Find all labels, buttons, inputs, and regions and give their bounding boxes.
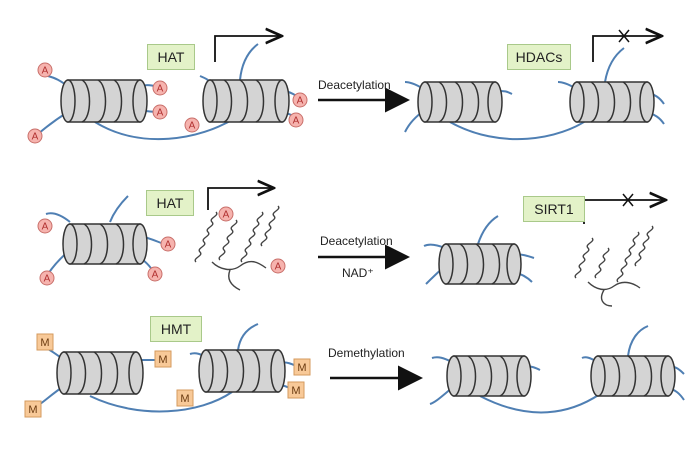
acetyl-mark: A (184, 117, 200, 133)
acetyl-mark: A (152, 104, 168, 120)
helical-protein (194, 205, 280, 291)
histone-tail (45, 212, 71, 223)
svg-text:A: A (223, 210, 230, 221)
histone-tail (604, 47, 625, 83)
svg-text:A: A (293, 116, 300, 127)
histone-tail (627, 325, 649, 357)
transcription-arrow (207, 188, 272, 210)
nucleosome (60, 79, 148, 123)
blocked-transcription-arrow (592, 30, 660, 62)
linker-dna (89, 391, 233, 413)
transcription-arrow (214, 36, 280, 62)
nucleosome (417, 81, 503, 123)
svg-text:A: A (157, 108, 164, 119)
svg-text:M: M (180, 393, 189, 405)
acetyl-mark: A (160, 236, 176, 252)
nucleosome (198, 349, 286, 393)
linker-dna (479, 393, 601, 414)
svg-text:A: A (275, 262, 282, 273)
process-label-deacetylation: Deacetylation (318, 78, 391, 92)
enzyme-label-hat: HAT (146, 190, 194, 216)
histone-tail (404, 81, 423, 89)
process-label-deacetylation: Deacetylation (320, 234, 393, 248)
svg-text:A: A (157, 84, 164, 95)
histone-tail (239, 43, 259, 81)
svg-text:M: M (158, 354, 167, 366)
nucleosome (202, 79, 290, 123)
svg-text:A: A (152, 270, 159, 281)
acetyl-mark: A (270, 258, 286, 274)
linker-dna (449, 117, 591, 141)
svg-text:M: M (40, 337, 49, 349)
acetyl-mark: A (37, 218, 53, 234)
svg-text:A: A (165, 240, 172, 251)
svg-text:M: M (28, 404, 37, 416)
acetyl-mark: A (147, 266, 163, 282)
nucleosome (56, 351, 144, 395)
row-2-after-state (423, 194, 664, 307)
svg-text:A: A (189, 121, 196, 132)
acetyl-mark: A (37, 62, 53, 78)
acetyl-mark: A (288, 112, 304, 128)
methyl-mark: M (36, 333, 54, 351)
histone-tail (237, 323, 259, 351)
acetyl-mark: A (39, 270, 55, 286)
methyl-mark: M (154, 350, 172, 368)
svg-text:A: A (42, 222, 49, 233)
row-3-after-state (429, 325, 685, 414)
acetyl-mark: A (218, 206, 234, 222)
acetyl-mark: A (27, 128, 43, 144)
row-3-before-state: M M M M M M (24, 323, 311, 418)
cofactor-label-nad: NAD⁺ (342, 266, 374, 280)
nucleosome (569, 81, 655, 123)
svg-text:A: A (297, 96, 304, 107)
enzyme-label-hdacs: HDACs (507, 44, 571, 70)
nucleosome (590, 355, 676, 397)
acetyl-mark: A (152, 80, 168, 96)
row-2-before-state: A A A A A A (37, 188, 286, 291)
helical-protein (574, 225, 654, 307)
svg-text:A: A (42, 66, 49, 77)
histone-tail (477, 215, 499, 245)
methyl-mark: M (24, 400, 42, 418)
row-1-after-state (404, 30, 665, 141)
enzyme-label-hmt: HMT (150, 316, 202, 342)
svg-text:M: M (297, 362, 306, 374)
enzyme-label-hat: HAT (147, 44, 195, 70)
enzyme-label-sirt1: SIRT1 (523, 196, 585, 222)
process-label-demethylation: Demethylation (328, 346, 405, 360)
nucleosome (62, 223, 148, 265)
methyl-mark: M (176, 389, 194, 407)
nucleosome (438, 243, 522, 285)
blocked-transcription-arrow (583, 194, 664, 224)
svg-text:A: A (44, 274, 51, 285)
nucleosome (446, 355, 532, 397)
svg-text:M: M (291, 385, 300, 397)
methyl-mark: M (287, 381, 305, 399)
row-1-before-state: A A A A A A A (27, 36, 308, 144)
histone-tail (109, 195, 129, 223)
svg-text:A: A (32, 132, 39, 143)
linker-dna (94, 117, 236, 141)
methyl-mark: M (293, 358, 311, 376)
acetyl-mark: A (292, 92, 308, 108)
